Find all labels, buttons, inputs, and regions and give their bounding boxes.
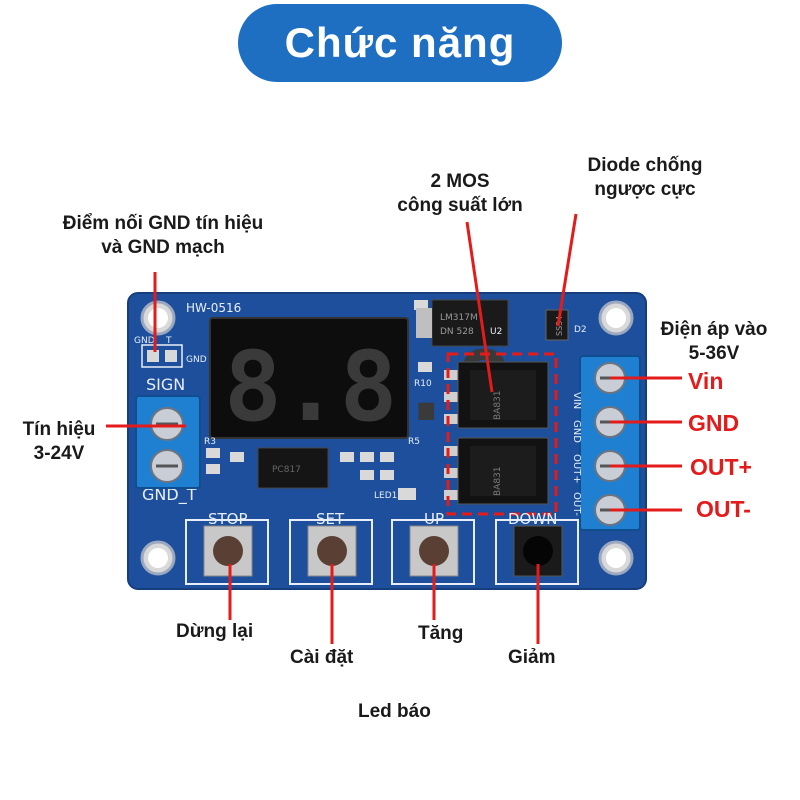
- gnd-jumper: [141, 344, 183, 368]
- pin-vin-silk: VIN: [571, 392, 582, 409]
- mosfet-bottom: [444, 437, 549, 505]
- gnd-small-label: GND: [134, 336, 155, 346]
- regulator-line2: DN 528: [440, 327, 474, 337]
- signal-label: Tín hiệu 3-24V: [4, 418, 114, 466]
- terminal-outm-label: OUT-: [696, 496, 751, 522]
- optocoupler-mark: PC817: [272, 465, 301, 475]
- pin-outp-silk: OUT+: [571, 454, 582, 484]
- gnd-t-silk: GND_T: [142, 485, 197, 505]
- pin-gnd-silk: GND: [571, 420, 582, 443]
- up-label: Tăng: [418, 623, 464, 644]
- gnd-point-line2: và GND mạch: [101, 237, 225, 258]
- set-silk: SET: [316, 510, 345, 528]
- regulator-line1: LM317M: [440, 313, 478, 323]
- title-banner: Chức năng: [238, 4, 562, 82]
- mos-line1: 2 MOS: [430, 171, 490, 192]
- regulator-ref: U2: [490, 327, 502, 337]
- gnd-small-label-right: GND: [186, 355, 207, 365]
- signal-line2: 3-24V: [33, 443, 85, 464]
- mosfet-highlight-box: [446, 352, 558, 516]
- mos-label: 2 MOS công suất lớn: [370, 170, 550, 218]
- board-model: HW-0516: [186, 301, 241, 315]
- smd-parts: [206, 300, 432, 500]
- buttons: [185, 519, 579, 585]
- terminal-outp-label: OUT+: [690, 454, 752, 480]
- mos-line2: công suất lớn: [397, 195, 523, 216]
- voltage-line2: 5-36V: [688, 343, 740, 364]
- mosfet-bottom-mark: BA831: [493, 466, 503, 496]
- diode-line1: Diode chống: [587, 155, 703, 176]
- stop-silk: STOP: [208, 510, 248, 528]
- pin-outm-silk: OUT-: [571, 492, 582, 516]
- r10-silk: R10: [414, 379, 432, 389]
- r5-silk: R5: [408, 437, 420, 447]
- gnd-point-label: Điểm nối GND tín hiệu và GND mạch: [28, 212, 298, 260]
- regulator-tab: [416, 308, 432, 338]
- voltage-line1: Điện áp vào: [660, 319, 768, 340]
- diode-ref: D2: [574, 325, 587, 335]
- regulator-chip: [431, 299, 509, 347]
- terminal-vin-label: Vin: [688, 368, 724, 394]
- signal-line1: Tín hiệu: [22, 419, 96, 440]
- callout-lines: [106, 213, 682, 644]
- diode-label: Diode chống ngược cực: [560, 154, 730, 202]
- set-label: Cài đặt: [290, 647, 354, 668]
- led1-silk: LED1: [374, 491, 397, 501]
- down-label: Giảm: [508, 647, 556, 668]
- mosfet-top-mark: BA831: [493, 390, 503, 420]
- power-terminal: [579, 355, 641, 531]
- mounting-holes: [140, 300, 634, 576]
- seven-segment-display: [209, 317, 409, 439]
- page-title: Chức năng: [284, 19, 516, 66]
- down-silk: DOWN: [508, 510, 557, 528]
- sign-silk: SIGN: [146, 375, 185, 394]
- mosfet-top: [444, 361, 549, 429]
- voltage-label: Điện áp vào 5-36V: [654, 318, 774, 366]
- led-label: Led báo: [358, 701, 431, 722]
- t-small-label: T: [165, 336, 172, 346]
- r3-silk: R3: [204, 437, 216, 447]
- up-silk: UP: [424, 510, 444, 528]
- optocoupler-chip: [257, 447, 329, 489]
- signal-terminal: [135, 395, 201, 489]
- diode-line2: ngược cực: [594, 179, 696, 200]
- gnd-point-line1: Điểm nối GND tín hiệu: [62, 213, 264, 234]
- stop-label: Dừng lại: [176, 621, 254, 642]
- terminal-gnd-label: GND: [688, 410, 740, 436]
